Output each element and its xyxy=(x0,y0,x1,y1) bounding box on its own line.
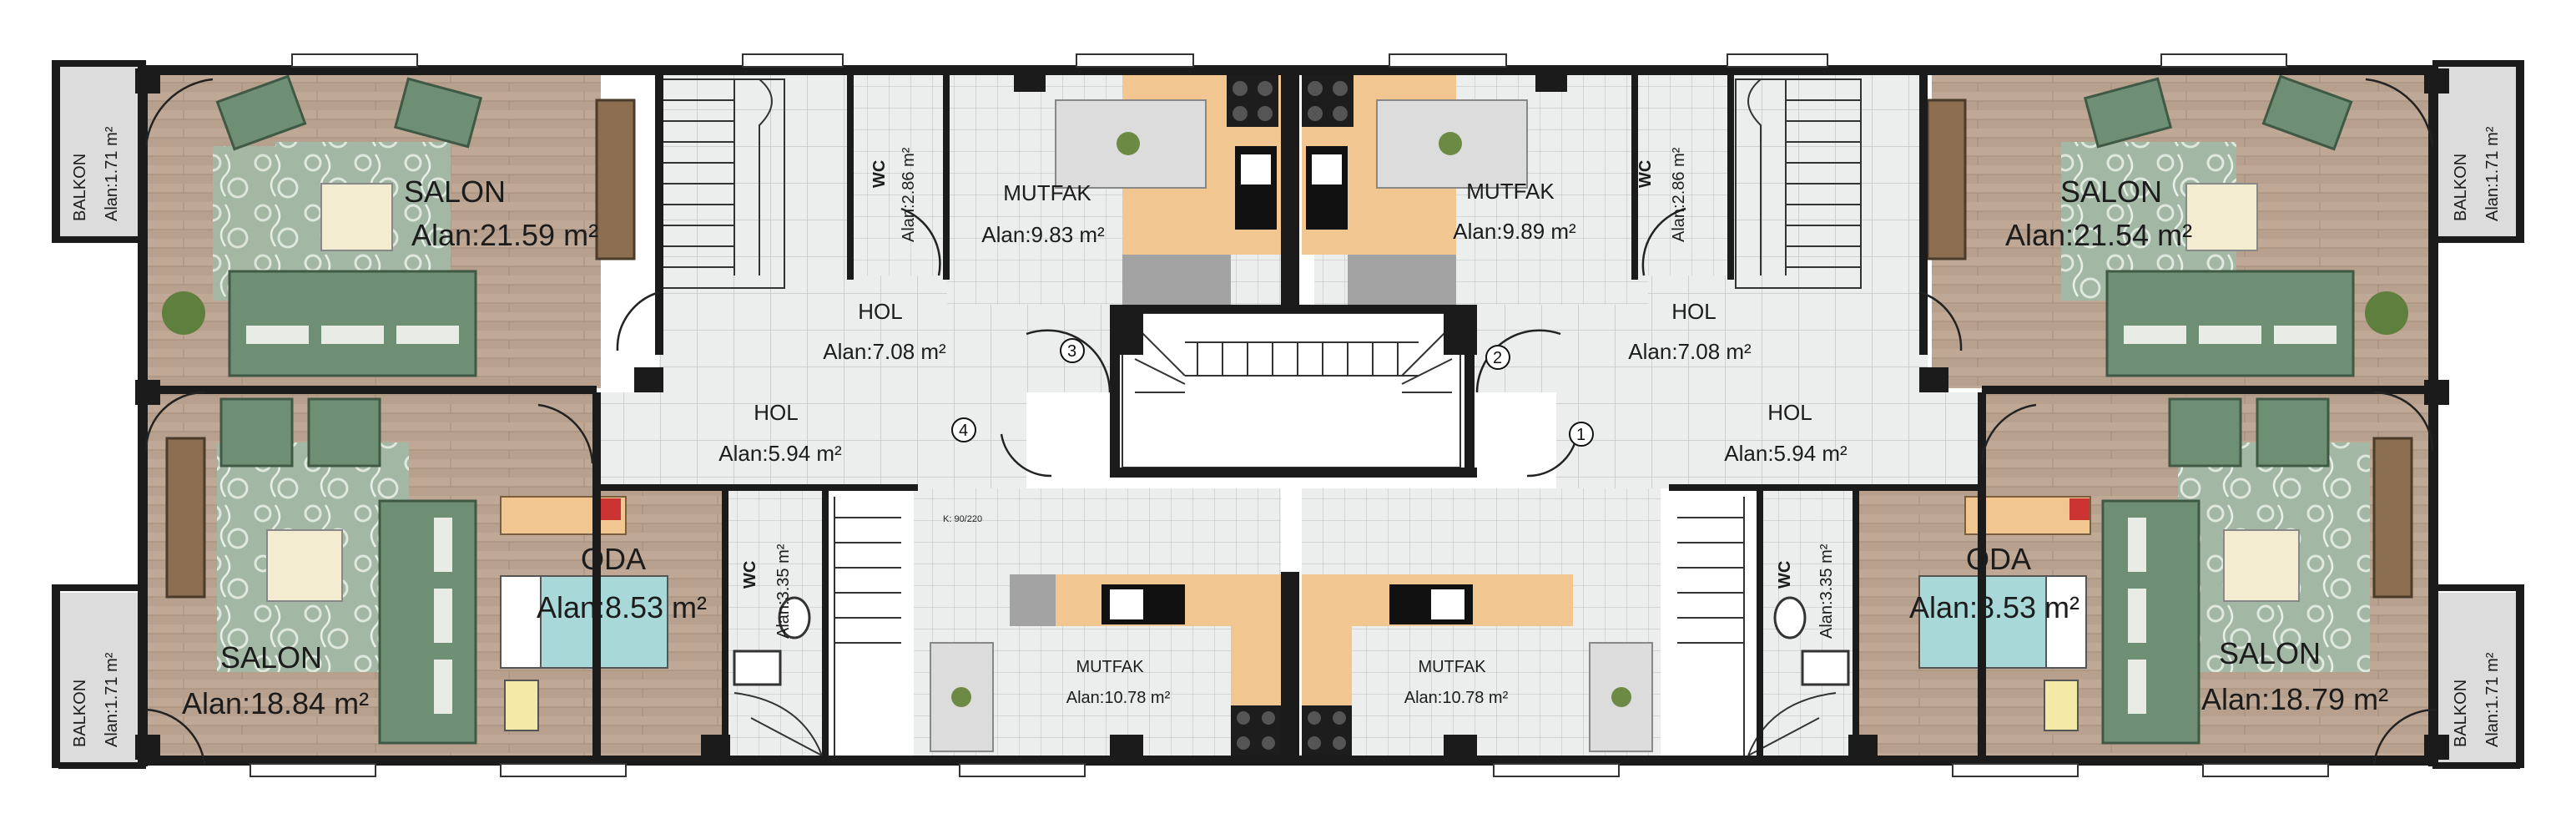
hol-bl-name: HOL xyxy=(754,400,798,425)
balkon-tr-name: BALKON xyxy=(2452,154,2470,221)
salon-tl-name: SALON xyxy=(404,174,506,209)
stair-note: K: 90/220 xyxy=(943,514,982,524)
door-number-2: 2 xyxy=(1493,349,1502,367)
sofa-icon xyxy=(162,74,2413,745)
hol-bl-area: Alan:5.94 m² xyxy=(718,441,842,466)
hol-tl-name: HOL xyxy=(858,299,902,324)
hol-br-name: HOL xyxy=(1767,400,1812,425)
wc-br-name: WC xyxy=(1776,561,1794,589)
door-number-4: 4 xyxy=(959,422,968,440)
wc-tr-floor xyxy=(1636,75,1732,275)
balkon-br-name: BALKON xyxy=(2452,680,2470,747)
sink-icon xyxy=(1101,146,1473,624)
dining-table-icon xyxy=(930,99,1653,752)
door-number-3: 3 xyxy=(1067,342,1076,361)
wc-tl-floor xyxy=(851,75,947,275)
salon-tr-area: Alan:21.54 m² xyxy=(2005,218,2192,252)
wc-br-area: Alan:3.35 m² xyxy=(1817,543,1836,639)
door-number-1: 1 xyxy=(1576,426,1585,444)
staircase-right xyxy=(1677,78,1862,756)
wc-tr-name: WC xyxy=(1636,160,1655,188)
mutfak-br-area: Alan:10.78 m² xyxy=(1404,689,1509,707)
mutfak-tr-area: Alan:9.89 m² xyxy=(1453,219,1576,244)
salon-tl-area: Alan:21.59 m² xyxy=(411,218,598,252)
mutfak-tl-name: MUTFAK xyxy=(1003,180,1091,205)
balkon-tl-name: BALKON xyxy=(71,154,89,221)
mutfak-tr-name: MUTFAK xyxy=(1466,179,1555,204)
wc-tl-name: WC xyxy=(870,160,889,188)
toilet-icon xyxy=(733,596,1850,686)
door-swings xyxy=(144,78,2437,765)
balkon-bl-name: BALKON xyxy=(71,680,89,747)
salon-br-area: Alan:18.79 m² xyxy=(2201,682,2388,716)
mutfak-br-name: MUTFAK xyxy=(1418,658,1486,676)
salon-bl-name: SALON xyxy=(220,640,322,675)
balkon-bl-floor xyxy=(58,593,146,764)
hol-tr-area: Alan:7.08 m² xyxy=(1628,339,1752,364)
balkon-br-area: Alan:1.71 m² xyxy=(2483,652,2502,747)
bed-icon xyxy=(500,496,2091,731)
oda-l-name: ODA xyxy=(581,542,646,576)
hol-bl-floor xyxy=(592,392,1026,488)
balkon-tr-area: Alan:1.71 m² xyxy=(2483,126,2502,221)
wc-bl-area: Alan:3.35 m² xyxy=(774,543,793,639)
mutfak-bl-area: Alan:10.78 m² xyxy=(1066,689,1171,707)
balkon-tl-area: Alan:1.71 m² xyxy=(103,126,121,221)
balkon-tl-floor xyxy=(58,65,146,236)
salon-bl-area: Alan:18.84 m² xyxy=(182,686,369,720)
wc-bl-name: WC xyxy=(741,561,759,589)
door-number-markers: 1 2 3 4 xyxy=(951,338,1594,447)
hol-br-area: Alan:5.94 m² xyxy=(1724,441,1848,466)
oda-l-area: Alan:8.53 m² xyxy=(537,590,707,624)
mutfak-tl-area: Alan:9.83 m² xyxy=(981,222,1105,247)
salon-tr-name: SALON xyxy=(2060,174,2162,209)
windows xyxy=(250,53,2329,777)
balkon-bl-area: Alan:1.71 m² xyxy=(103,652,121,747)
hol-br-floor xyxy=(1556,392,1982,488)
oda-r-area: Alan:8.53 m² xyxy=(1909,590,2079,624)
room-labels: SALON Alan:21.59 m² SALON Alan:21.54 m² … xyxy=(71,126,2502,747)
wc-tr-area: Alan:2.86 m² xyxy=(1670,147,1688,242)
hol-tr-name: HOL xyxy=(1671,299,1716,324)
cooktop-icon xyxy=(1227,75,1354,756)
hol-tl-area: Alan:7.08 m² xyxy=(823,339,946,364)
oda-r-name: ODA xyxy=(1966,542,2031,576)
salon-br-name: SALON xyxy=(2219,636,2321,670)
wc-tl-area: Alan:2.86 m² xyxy=(900,147,918,242)
balkon-tr-floor xyxy=(2432,65,2520,236)
walls xyxy=(52,60,2524,769)
mutfak-bl-name: MUTFAK xyxy=(1076,658,1144,676)
